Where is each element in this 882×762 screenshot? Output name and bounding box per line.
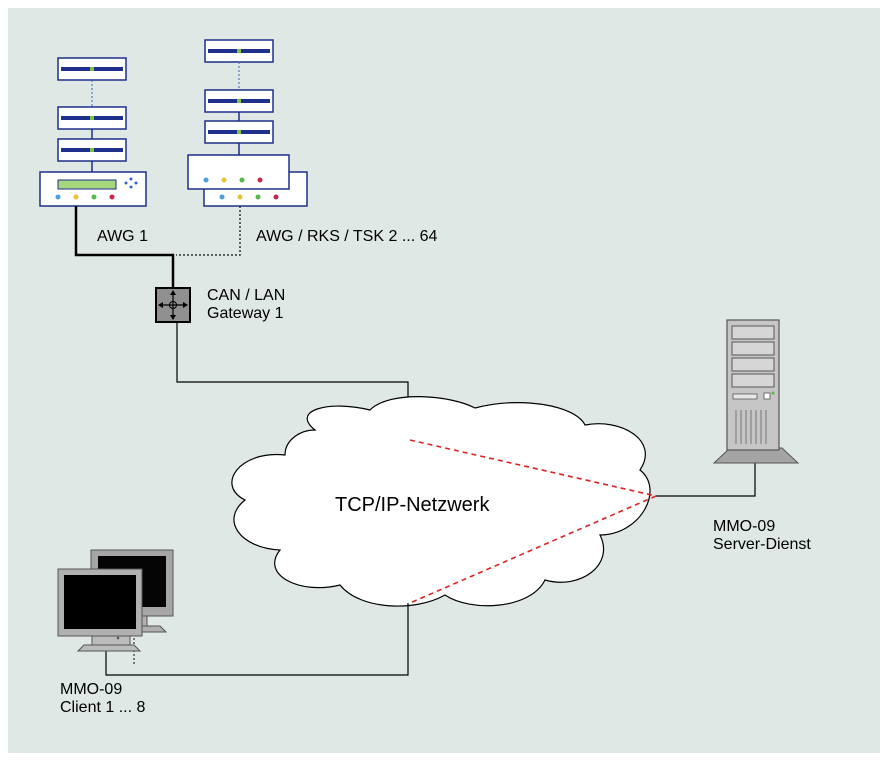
controller-device-icon <box>187 154 290 190</box>
server-tower-icon[interactable] <box>712 319 800 464</box>
client-lan-line <box>105 603 409 676</box>
server-lan-line <box>656 462 756 497</box>
can-bus-lines <box>74 206 241 288</box>
awg1-device-stack <box>39 57 147 207</box>
awg1-label: AWG 1 <box>97 228 148 245</box>
client-sublabel: Client 1 ... 8 <box>60 699 145 716</box>
rack-unit-icon <box>204 89 274 113</box>
rack-unit-icon <box>57 138 127 162</box>
rack-unit-icon <box>57 106 127 130</box>
gateway-label: CAN / LAN <box>207 287 285 304</box>
network-dashed-links <box>409 439 657 604</box>
server-sublabel: Server-Dienst <box>713 536 811 553</box>
gateway-router-icon[interactable] <box>155 287 191 323</box>
rack-unit-icon <box>204 39 274 63</box>
awg-group-device-stack <box>187 39 308 207</box>
controller-device-icon <box>39 171 147 207</box>
rack-unit-icon <box>57 57 127 81</box>
rack-unit-icon <box>204 120 274 144</box>
network-label: TCP/IP-Netzwerk <box>335 494 490 516</box>
client-label: MMO-09 <box>60 681 122 698</box>
cloud-icon <box>231 396 651 607</box>
monitor-workstation-icon[interactable] <box>57 549 174 652</box>
awg-group-label: AWG / RKS / TSK 2 ... 64 <box>256 228 437 245</box>
gateway-sublabel: Gateway 1 <box>207 305 284 322</box>
server-label: MMO-09 <box>713 518 775 535</box>
